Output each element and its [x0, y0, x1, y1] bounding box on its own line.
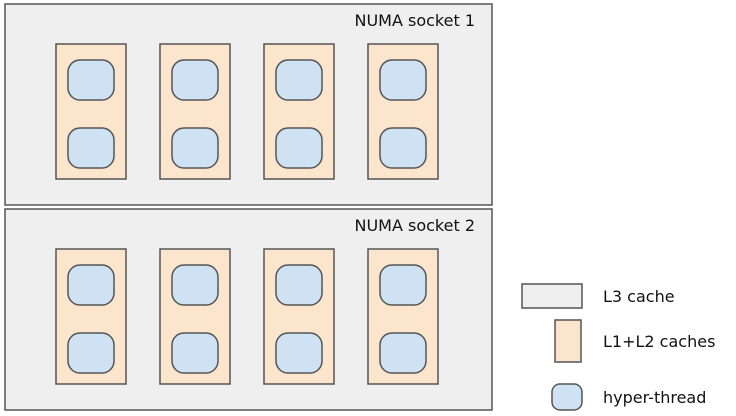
- legend-hyperthread-swatch: [551, 383, 583, 411]
- core-2: [159, 43, 231, 180]
- core-3: [263, 43, 335, 180]
- core-3: [263, 248, 335, 385]
- hyper-thread: [379, 127, 427, 169]
- hyper-thread: [379, 332, 427, 374]
- numa-socket-1: NUMA socket 1: [4, 3, 493, 206]
- legend-hyperthread-label: hyper-thread: [603, 388, 706, 407]
- core-4: [367, 248, 439, 385]
- legend-l3-swatch: [521, 283, 583, 309]
- hyper-thread: [171, 332, 219, 374]
- legend-l12-label: L1+L2 caches: [603, 332, 715, 351]
- hyper-thread: [67, 59, 115, 101]
- core-4: [367, 43, 439, 180]
- core-2: [159, 248, 231, 385]
- core-1: [55, 43, 127, 180]
- socket-label: NUMA socket 2: [354, 216, 475, 235]
- socket-label: NUMA socket 1: [354, 11, 475, 30]
- hyper-thread: [171, 127, 219, 169]
- legend-l12-swatch: [554, 319, 582, 363]
- core-1: [55, 248, 127, 385]
- hyper-thread: [67, 127, 115, 169]
- hyper-thread: [67, 332, 115, 374]
- hyper-thread: [171, 59, 219, 101]
- legend: L3 cache L1+L2 caches hyper-thread: [521, 283, 715, 411]
- legend-l3-label: L3 cache: [603, 287, 675, 306]
- hyper-thread: [275, 127, 323, 169]
- hyper-thread: [379, 264, 427, 306]
- hyper-thread: [275, 264, 323, 306]
- hyper-thread: [275, 59, 323, 101]
- sockets-group: NUMA socket 1 NUMA socket 2: [4, 3, 493, 411]
- hyper-thread: [67, 264, 115, 306]
- hyper-thread: [275, 332, 323, 374]
- hyper-thread: [171, 264, 219, 306]
- hyper-thread: [379, 59, 427, 101]
- numa-socket-2: NUMA socket 2: [4, 208, 493, 411]
